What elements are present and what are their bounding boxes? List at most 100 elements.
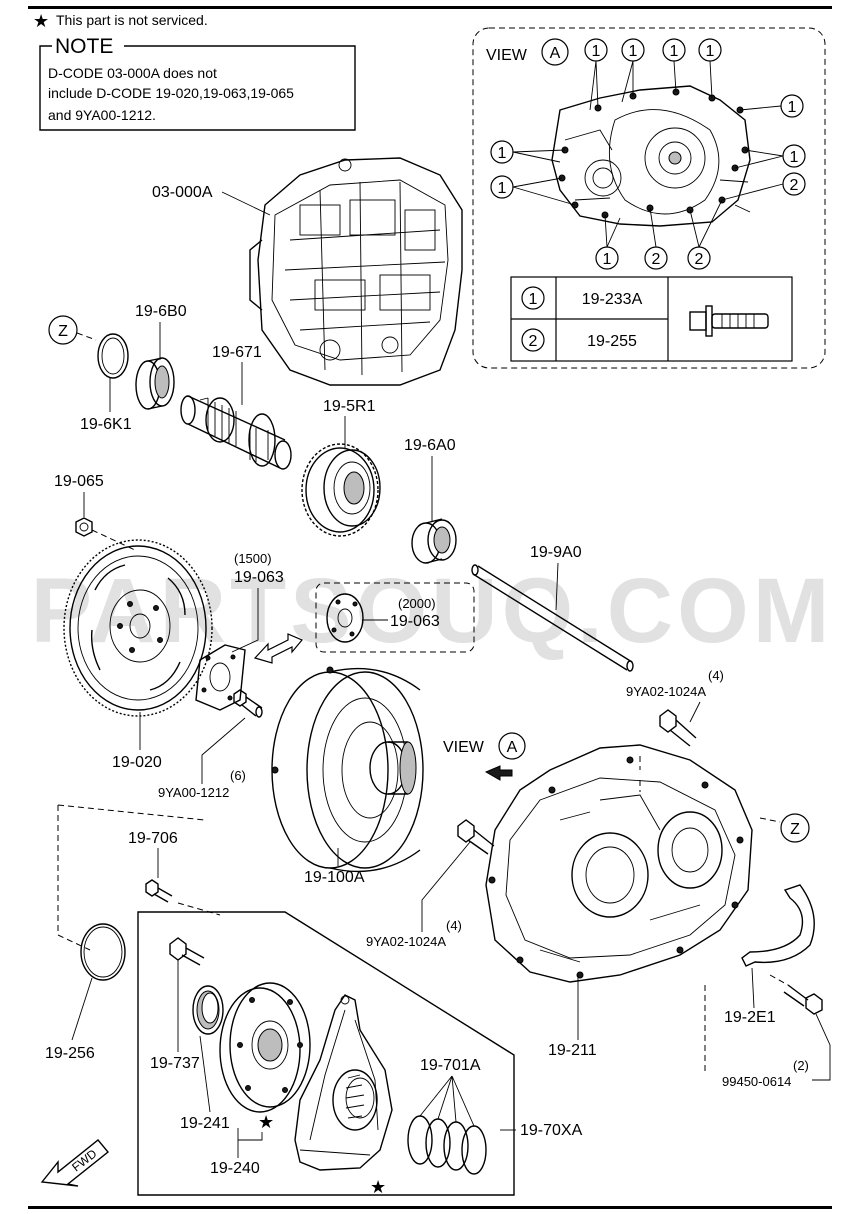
oil-pump-box: [137, 911, 515, 1196]
transaxle-assembly: [249, 157, 463, 386]
callout-1: 1: [498, 180, 507, 197]
top-rule: [28, 6, 832, 9]
oil-pump-cover: [219, 982, 311, 1113]
shaft-19-671: [180, 395, 292, 470]
label-19-065: 19-065: [54, 473, 104, 490]
label-9ya02-lower-qty: (4): [446, 918, 462, 933]
label-19-241: 19-241: [180, 1115, 230, 1132]
callout-2: 2: [695, 251, 704, 268]
label-19-6a0: 19-6A0: [404, 437, 456, 454]
bolt-9ya00-1212: [233, 689, 263, 718]
callout-1: 1: [670, 43, 679, 60]
label-19-701a: 19-701A: [420, 1057, 481, 1074]
transaxle-case-view: [551, 85, 751, 227]
oil-pump-body: [294, 994, 393, 1171]
label-19-063-1500: 19-063: [234, 569, 284, 586]
view-a-indicator: VIEW: [443, 739, 485, 756]
z-marker: [48, 315, 78, 345]
view-a-letter: A: [550, 45, 561, 62]
bolt-99450-0614: [783, 984, 823, 1015]
label-9ya02-upper-qty: (4): [708, 668, 724, 683]
view-a-title: VIEW: [486, 47, 528, 64]
torque-converter-19-100a: [271, 666, 424, 873]
bolt-19-706: [145, 879, 173, 903]
star-icon: ★: [258, 1112, 274, 1132]
plate-19-063-1500: [195, 644, 246, 711]
z-marker-right-letter: Z: [790, 821, 800, 838]
seal-19-6a0: [411, 518, 457, 564]
label-9ya02-lower: 9YA02-1024A: [366, 934, 446, 949]
callout-1: 1: [603, 251, 612, 268]
label-99450-qty: (2): [793, 1058, 809, 1073]
callout-1: 1: [629, 43, 638, 60]
label-19-063-2000: 19-063: [390, 613, 440, 630]
note-line-3: and 9YA00-1212.: [48, 107, 156, 123]
label-19-737: 19-737: [150, 1055, 200, 1072]
transaxle-case-19-211: [485, 744, 753, 983]
bolt-19-737: [169, 937, 205, 966]
label-19-9a0: 19-9A0: [530, 544, 582, 561]
legend-text: This part is not serviced.: [56, 12, 208, 28]
table-part-2: 19-255: [587, 333, 637, 350]
label-19-020: 19-020: [112, 754, 162, 771]
view-a-indicator-letter: A: [507, 739, 518, 756]
nut-19-065: [75, 517, 93, 537]
rod-19-9a0: [471, 564, 634, 672]
legend: ★ This part is not serviced.: [33, 11, 208, 31]
label-99450-0614: 99450-0614: [722, 1074, 791, 1089]
bolt-9ya02-upper: [659, 709, 697, 747]
guide-line: [57, 805, 91, 951]
view-direction-arrow-icon: [484, 765, 513, 781]
bracket-19-2e1: [741, 884, 815, 967]
z-marker-letter: Z: [58, 323, 68, 340]
table-ref-2: 2: [529, 333, 538, 350]
label-19-240: 19-240: [210, 1160, 260, 1177]
label-19-256: 19-256: [45, 1045, 95, 1062]
seal-ring-19-241: [192, 985, 224, 1035]
interchange-arrow-icon: [253, 633, 303, 664]
table-ref-1: 1: [529, 291, 538, 308]
fwd-arrow-icon: FWD: [40, 1139, 109, 1187]
table-part-1: 19-233A: [582, 291, 643, 308]
ring-19-256: [80, 923, 126, 981]
view-a-panel: VIEW A 1 1 1: [472, 27, 826, 369]
label-9ya02-upper: 9YA02-1024A: [626, 684, 706, 699]
flange-bolt-icon: [689, 305, 769, 337]
label-19-6b0: 19-6B0: [135, 303, 187, 320]
seal-rings-19-701a: [407, 1115, 487, 1175]
label-19-6k1: 19-6K1: [80, 416, 132, 433]
label-19-211: 19-211: [548, 1042, 597, 1059]
view-a-callouts: 1 1 1 1 1 1 2 1 1 1 2 2: [490, 38, 806, 270]
label-19-5r1: 19-5R1: [323, 398, 376, 415]
watermark: PARTSOUQ.COM: [31, 560, 834, 662]
label-19-70xa: 19-70XA: [520, 1122, 583, 1139]
gear-19-5r1: [301, 443, 381, 537]
flexplate-19-020: [63, 539, 213, 717]
callout-1: 1: [788, 99, 797, 116]
o-ring-19-6k1: [97, 333, 129, 379]
star-icon: ★: [33, 11, 49, 31]
callout-1: 1: [592, 43, 601, 60]
label-9ya00-1212: 9YA00-1212: [158, 785, 229, 800]
label-19-063-1500-qty: (1500): [234, 551, 272, 566]
label-19-063-2000-qty: (2000): [398, 596, 436, 611]
bottom-rule: [28, 1206, 832, 1209]
label-19-706: 19-706: [128, 830, 178, 847]
note-box: NOTE D-CODE 03-000A does not include D-C…: [39, 35, 356, 131]
bolt-table: 1 19-233A 2 19-255: [510, 276, 793, 362]
label-03-000a: 03-000A: [152, 184, 213, 201]
label-9ya00-qty: (6): [230, 768, 246, 783]
callout-2: 2: [790, 177, 799, 194]
plate-19-063-2000: (2000) 19-063: [315, 582, 475, 653]
label-19-100a: 19-100A: [304, 869, 365, 886]
label-19-671: 19-671: [212, 344, 262, 361]
view-a-letter-circle: [541, 38, 569, 66]
callout-1: 1: [498, 145, 507, 162]
label-19-2e1: 19-2E1: [724, 1009, 776, 1026]
note-title: NOTE: [55, 35, 113, 58]
oil-seal-19-6b0: [135, 357, 175, 410]
callout-2: 2: [652, 251, 661, 268]
note-line-1: D-CODE 03-000A does not: [48, 65, 217, 81]
callout-1: 1: [790, 149, 799, 166]
view-a-indicator-circle: [498, 732, 526, 760]
